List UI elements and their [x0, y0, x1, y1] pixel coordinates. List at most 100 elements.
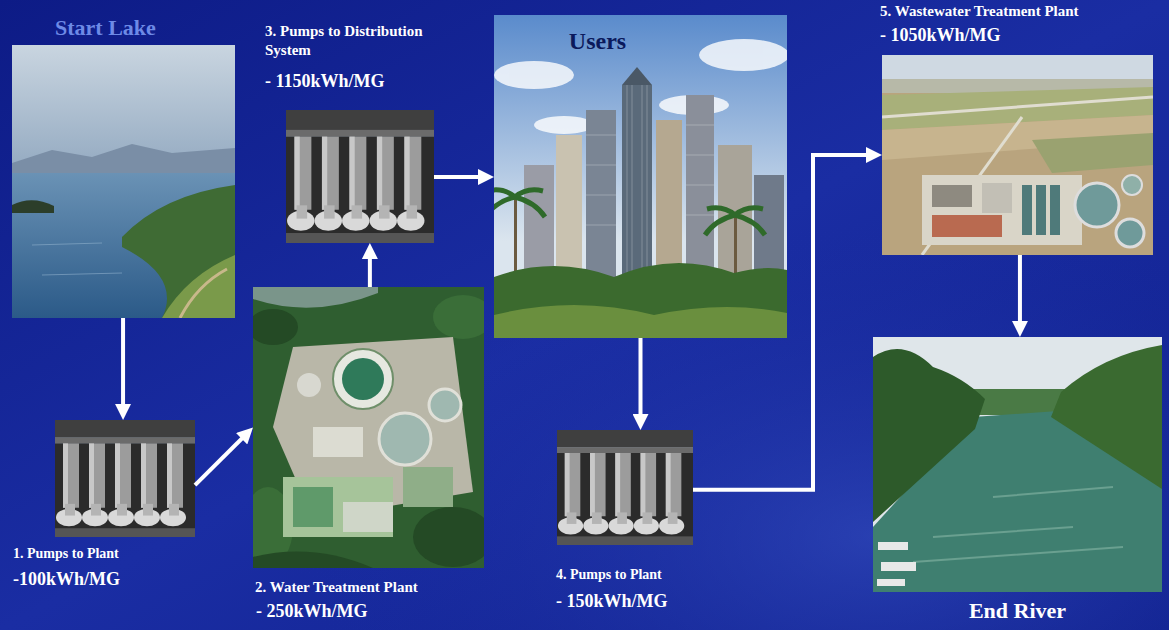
stage-photo-node: 4. Pumps to Plant- 150kWh/MG — [557, 430, 693, 545]
lake-photo — [12, 45, 235, 318]
stage-label: 4. Pumps to Plant — [556, 566, 726, 584]
artwork-shape — [283, 477, 393, 537]
artwork-shape — [881, 562, 916, 571]
stage-photo-node: 5. Wastewater Treatment Plant- 1050kWh/M… — [882, 55, 1153, 255]
artwork-shape — [622, 67, 652, 85]
artwork-shape — [882, 97, 1153, 117]
artwork-shape — [982, 183, 1012, 213]
energy-label: - 1050kWh/MG — [880, 24, 1080, 47]
artwork-shape — [1050, 185, 1060, 235]
flow-arrow — [693, 155, 876, 490]
artwork-shape — [162, 255, 235, 318]
artwork-shape — [333, 349, 393, 409]
stage-label: Start Lake — [55, 14, 230, 42]
flow-arrow — [1018, 255, 1022, 331]
stage-photo-node: 3. Pumps to Distribution System- 1150kWh… — [286, 110, 434, 243]
flow-arrow — [639, 338, 643, 424]
flow-arrow — [368, 249, 372, 287]
artwork-shape — [494, 61, 574, 89]
artwork-shape — [342, 358, 384, 400]
artwork-shape — [122, 185, 235, 318]
stage-label: 5. Wastewater Treatment Plant — [880, 2, 1164, 21]
artwork-shape — [12, 200, 54, 213]
stage-photo-node: 2. Water Treatment Plant- 250kWh/MG — [253, 287, 484, 568]
artwork-shape — [12, 173, 235, 318]
stage-photo-node: Start Lake — [12, 45, 235, 318]
artwork-shape — [622, 85, 652, 285]
artwork-shape — [686, 95, 714, 285]
route-guide — [690, 155, 878, 490]
artwork-shape — [922, 175, 1082, 245]
artwork-shape — [248, 309, 298, 345]
artwork-shape — [253, 552, 373, 568]
artwork-shape — [180, 269, 227, 318]
artwork-shape — [686, 125, 714, 215]
artwork-shape — [882, 55, 1153, 79]
flow-arrow — [195, 432, 249, 485]
artwork-shape — [627, 85, 647, 285]
artwork-shape — [379, 413, 431, 465]
pump-station-photo — [286, 110, 434, 243]
artwork-shape — [32, 243, 122, 275]
artwork-shape — [1122, 175, 1142, 195]
flow-arrow — [434, 175, 488, 179]
stage-photo-node: Users — [494, 15, 787, 338]
artwork-shape — [878, 542, 908, 550]
stage-label: End River — [873, 597, 1162, 625]
stage-label: Users — [530, 26, 665, 56]
artwork-shape — [586, 135, 616, 225]
artwork-shape — [293, 487, 333, 527]
artwork-shape — [494, 305, 787, 338]
artwork-shape — [494, 263, 787, 338]
artwork-shape — [433, 295, 493, 339]
artwork-shape — [913, 487, 1123, 562]
artwork-shape — [12, 45, 235, 180]
artwork-shape — [1036, 185, 1046, 235]
stage-photo-node: 1. Pumps to Plant-100kWh/MG — [55, 420, 195, 537]
artwork-shape — [877, 579, 905, 586]
wastewater-plant-photo — [882, 55, 1153, 255]
energy-label: - 1150kWh/MG — [265, 70, 435, 93]
artwork-shape — [873, 337, 1162, 592]
artwork-shape — [253, 287, 378, 308]
artwork-shape — [1022, 185, 1060, 235]
artwork-shape — [313, 427, 363, 457]
artwork-shape — [586, 110, 616, 285]
artwork-shape — [403, 467, 453, 507]
artwork-shape — [932, 185, 972, 207]
flow-arrow — [121, 318, 125, 414]
artwork-shape — [656, 120, 682, 285]
artwork-shape — [1032, 133, 1153, 173]
artwork-shape — [429, 389, 461, 421]
artwork-shape — [873, 349, 985, 522]
stage-label: 1. Pumps to Plant — [13, 545, 203, 563]
pump-station-photo — [55, 420, 195, 537]
pump-station-photo — [557, 430, 693, 545]
energy-label: -100kWh/MG — [13, 568, 193, 591]
energy-label: - 250kWh/MG — [256, 600, 456, 623]
artwork-shape — [413, 507, 493, 567]
artwork-shape — [1075, 183, 1119, 227]
artwork-shape — [1116, 219, 1144, 247]
artwork-shape — [877, 542, 916, 586]
artwork-shape — [882, 55, 1153, 255]
water-treatment-photo — [243, 287, 493, 568]
artwork-shape — [705, 208, 765, 235]
artwork-shape — [932, 215, 1002, 237]
energy-label: - 150kWh/MG — [556, 590, 736, 613]
artwork-shape — [343, 502, 393, 532]
stage-photo-node: End River — [873, 337, 1162, 592]
artwork-shape — [556, 135, 582, 285]
artwork-shape — [1051, 345, 1162, 489]
artwork-shape — [1022, 185, 1032, 235]
river-photo — [873, 337, 1162, 592]
stage-label: 2. Water Treatment Plant — [255, 578, 495, 597]
artwork-shape — [586, 85, 714, 285]
artwork-shape — [485, 190, 545, 217]
